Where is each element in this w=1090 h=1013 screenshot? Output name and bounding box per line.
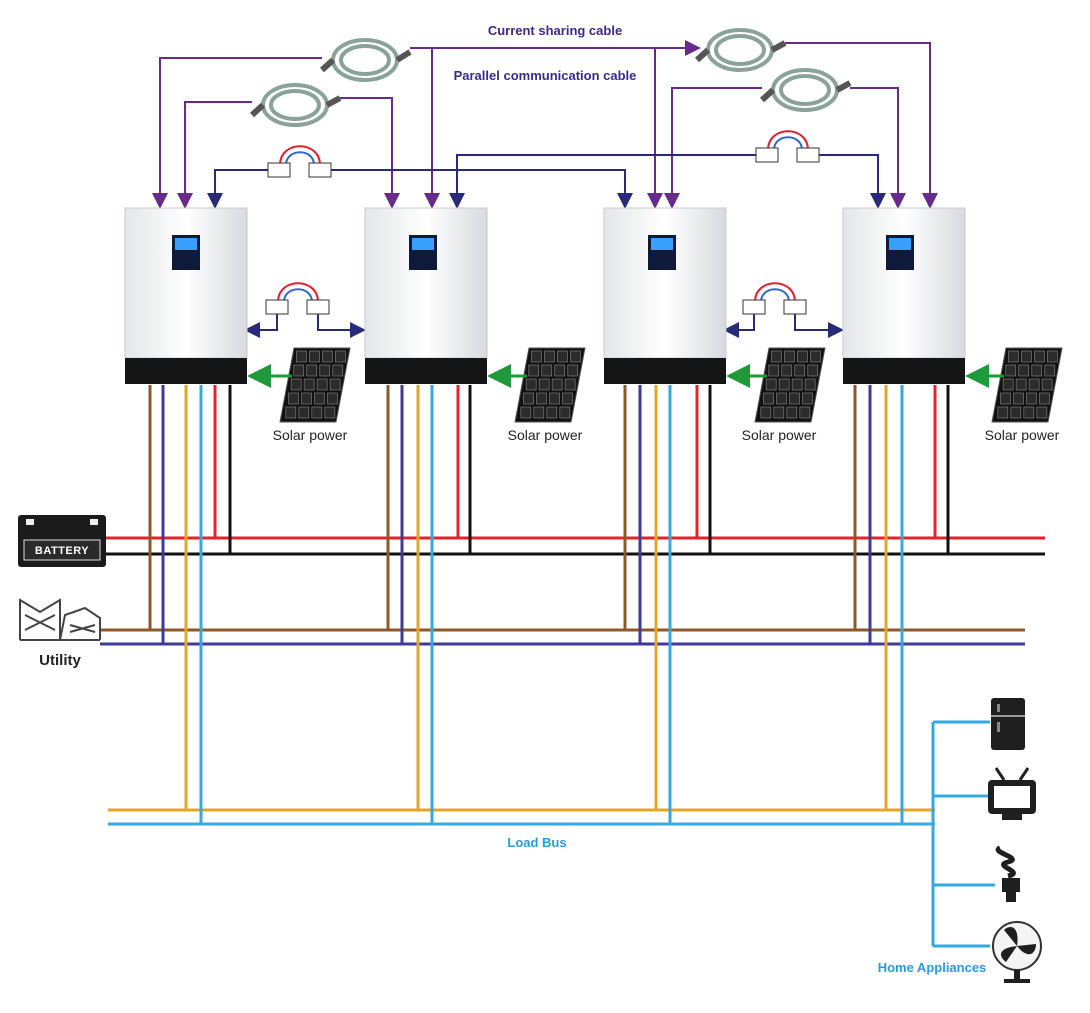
fan-icon — [992, 921, 1042, 983]
cable-coil-2 — [249, 83, 342, 127]
bulb-icon — [995, 845, 1020, 902]
connector-mid-1 — [265, 282, 330, 315]
solar-power-label-1: Solar power — [273, 427, 348, 443]
inverter-2-wires — [386, 385, 472, 824]
connector-mid-2 — [742, 282, 807, 315]
solar-panel-1 — [247, 347, 351, 423]
cable-coil-1 — [319, 38, 412, 82]
inverter-1-wires — [148, 385, 232, 824]
current-sharing-cable-label: Current sharing cable — [488, 23, 622, 38]
connector-top-2 — [755, 130, 820, 163]
refrigerator-icon — [991, 698, 1025, 750]
battery-bus — [105, 536, 1045, 556]
solar-panel-2 — [487, 347, 586, 423]
inverter-3 — [603, 207, 727, 824]
utility-label: Utility — [39, 652, 81, 669]
television-icon — [988, 767, 1036, 820]
solar-panels: Solar power Solar power Solar power Solar p… — [247, 347, 1063, 443]
parallel-communication-cables — [152, 40, 938, 209]
inverter-1 — [124, 207, 248, 824]
load-bus — [108, 808, 935, 826]
load-bus-label: Load Bus — [507, 835, 566, 850]
inverter-4-wires — [853, 385, 950, 824]
inverter-2 — [364, 207, 488, 824]
inverter-3-wires — [623, 385, 712, 824]
cable-coil-3 — [694, 28, 787, 72]
parallel-communication-cable-label: Parallel communication cable — [454, 68, 637, 83]
solar-power-label-2: Solar power — [508, 427, 583, 443]
solar-panel-3 — [726, 347, 826, 423]
inverter-4 — [842, 207, 966, 824]
utility-icon — [19, 598, 101, 641]
solar-power-label-4: Solar power — [985, 427, 1060, 443]
home-appliances-label: Home Appliances — [878, 960, 987, 975]
battery-icon: BATTERY — [18, 515, 106, 567]
connector-top-1 — [267, 145, 332, 178]
current-sharing-connectors — [265, 130, 820, 315]
cable-coil-4 — [759, 68, 852, 112]
solar-power-label-3: Solar power — [742, 427, 817, 443]
solar-panel-4 — [965, 347, 1063, 423]
appliance-wires — [931, 720, 995, 948]
battery-label: BATTERY — [35, 545, 89, 557]
current-sharing-cables — [207, 154, 886, 338]
